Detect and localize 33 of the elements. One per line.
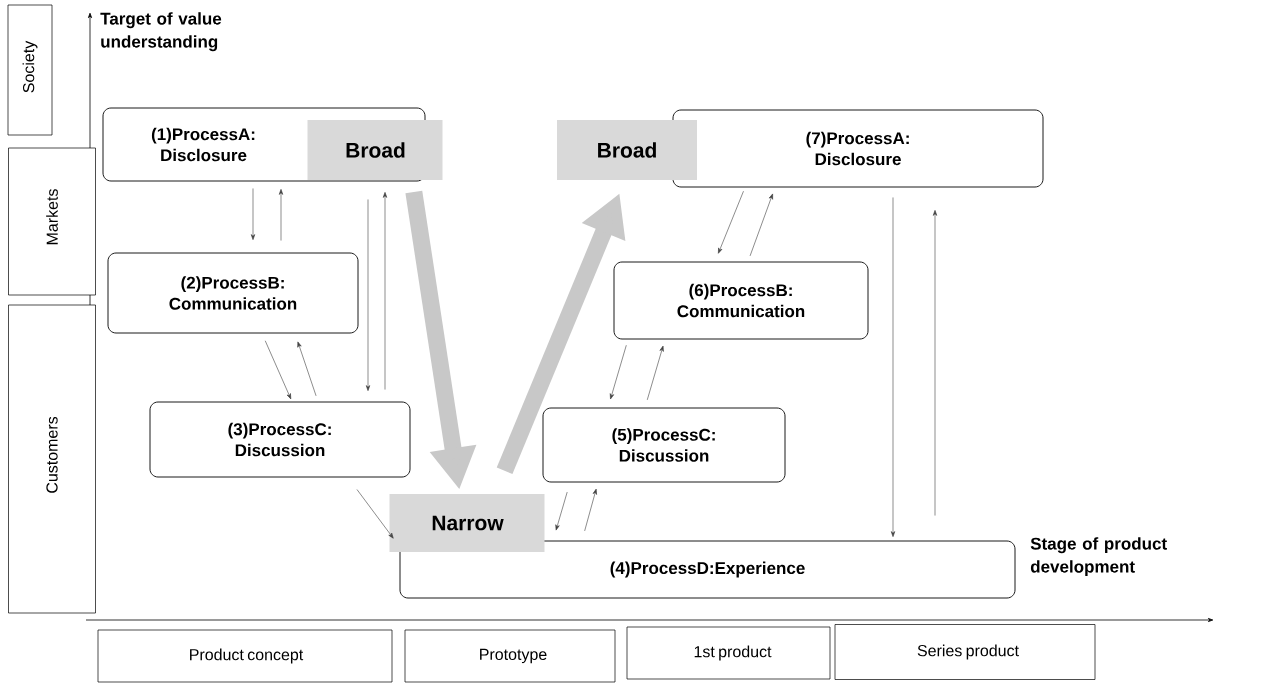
level-tag: Narrow: [389, 494, 545, 552]
process-box: (6)ProcessB: Communication: [613, 261, 869, 340]
level-tag: Broad: [557, 120, 697, 180]
process-box: (4)ProcessD:Experience: [399, 540, 1016, 599]
arrow: [250, 188, 256, 240]
arrow: [890, 197, 896, 537]
arrow: [749, 193, 773, 257]
arrow: [278, 189, 284, 241]
arrow: [609, 344, 627, 400]
arrow: [718, 190, 744, 254]
category-box: Society: [7, 4, 53, 136]
axis-title: Stage of product development: [1030, 537, 1167, 577]
arrow: [264, 340, 292, 400]
process-box: (5)ProcessC: Discussion: [542, 407, 786, 483]
process-box: (3)ProcessC: Discussion: [149, 401, 411, 478]
category-box: Markets: [8, 147, 96, 296]
arrow: [584, 488, 597, 532]
axis-title: Target of value understanding: [100, 12, 222, 52]
category-box: Customers: [8, 304, 96, 614]
arrow: [932, 210, 938, 516]
stage-box: Product concept: [97, 629, 393, 683]
stage-box: Series product: [834, 624, 1096, 680]
stage-box: Prototype: [404, 629, 616, 683]
stage-box: 1st product: [626, 626, 831, 680]
arrow: [646, 345, 664, 401]
process-box: (2)ProcessB: Communication: [107, 252, 359, 334]
process-box: (7)ProcessA: Disclosure: [672, 109, 1044, 188]
arrow: [365, 199, 371, 391]
arrow: [297, 341, 317, 397]
level-tag: Broad: [307, 120, 443, 180]
arrow: [382, 192, 388, 390]
arrow: [356, 489, 394, 539]
arrow: [555, 491, 568, 531]
